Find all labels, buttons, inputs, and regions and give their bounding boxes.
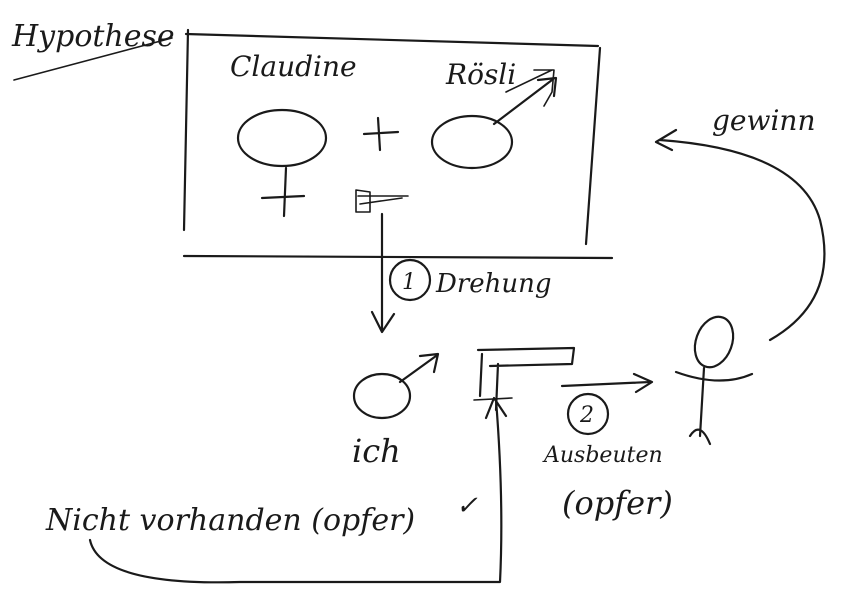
stick-figure-head	[693, 315, 735, 369]
male-symbol-circle	[430, 114, 514, 170]
box-bottom-border	[182, 254, 614, 260]
stick-figure-body	[674, 366, 754, 446]
box-top-border	[184, 32, 600, 48]
box-left-border	[182, 28, 190, 232]
ich-male-arrow	[398, 352, 440, 384]
step1-number: 1	[402, 270, 416, 295]
gewinn-curve-arrow	[654, 128, 826, 342]
step1-circle	[388, 258, 432, 302]
male-symbol-arrow	[492, 76, 558, 126]
rosli-flourish-arrow	[505, 69, 555, 107]
gewinn-label: gewinn	[712, 104, 815, 137]
name-claudine: Claudine	[230, 50, 357, 83]
step2-arrow	[560, 372, 654, 394]
step2-number: 2	[579, 403, 594, 428]
step2-label: Ausbeuten	[542, 443, 663, 468]
plus-sign	[362, 116, 400, 152]
bottom-loop-arrow	[88, 396, 508, 584]
heading-underline	[13, 37, 173, 81]
lever-icon	[355, 189, 409, 213]
female-symbol-circle	[236, 108, 328, 168]
female-symbol-cross	[260, 166, 306, 218]
step1-label: Drehung	[435, 269, 552, 299]
heading-text: Hypothese	[11, 19, 175, 54]
nicht-vorhanden-label: Nicht vorhanden (opfer)	[45, 503, 415, 538]
step1-arrow	[370, 212, 396, 334]
name-rosli: Rösli	[445, 58, 516, 91]
step2-circle	[566, 392, 610, 436]
box-right-border	[584, 46, 602, 246]
checkmark: ✓	[456, 491, 478, 521]
ich-male-circle	[352, 372, 412, 420]
ich-label: ich	[352, 432, 401, 470]
opfer-label: (opfer)	[562, 484, 673, 522]
